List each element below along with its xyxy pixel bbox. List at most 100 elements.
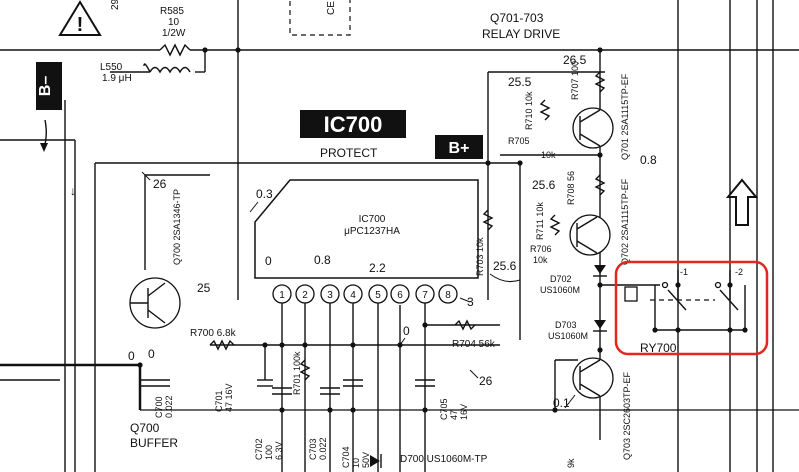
voltage-26-b: 26 (479, 374, 493, 388)
l550-inductor-icon (149, 66, 191, 74)
voltage-0-d: 0 (148, 347, 155, 361)
r703-resistor-icon (482, 209, 494, 231)
ic-pin-label-6: 6 (397, 290, 403, 301)
r585-name: R585 (160, 6, 184, 17)
ic700-part: μPC1237HA (344, 226, 400, 237)
c704-value: 10 (351, 458, 361, 468)
warning-mark: ! (77, 14, 84, 36)
ic700-badge: IC700 (300, 110, 406, 138)
r706-label: R706 (530, 244, 552, 254)
r704-resistor-icon (454, 319, 476, 331)
relay-pin-2-label: -2 (735, 267, 743, 277)
d703-diode-icon (594, 320, 606, 329)
voltage-0-a: 0 (265, 254, 272, 268)
voltage-25-6: 25.6 (532, 178, 556, 192)
ic-pin-label-8: 8 (445, 290, 451, 301)
voltage-labels: 26.5 25.5 0.8 25.6 25.6 26 0.3 0 0.8 2.2… (128, 53, 657, 410)
d703: D703 US1060M (548, 320, 607, 341)
q703-label: Q703 2SC2603TP-EF (622, 371, 632, 460)
up-arrow-icon (725, 178, 759, 226)
voltage-0-b: 0 (403, 324, 410, 338)
ic-pin-label-3: 3 (327, 290, 333, 301)
d700-diode-icon (370, 455, 380, 467)
d703-name: D703 (555, 320, 577, 330)
relay-contact-2-icon (719, 289, 739, 311)
r710-label: R710 10k (524, 91, 534, 130)
voltage-3: 3 (467, 295, 474, 309)
ic-pin-5 (368, 284, 388, 304)
q701-transistor-icon (572, 107, 614, 149)
junction-dots (137, 47, 748, 413)
ry700-relay: -1 -2 RY700 (624, 267, 743, 355)
c702-value: 100 (264, 445, 274, 460)
bminus-badge: B– (36, 62, 62, 110)
c700-value: 0.022 (164, 395, 174, 418)
ic-pin-8 (438, 284, 458, 304)
relay-contact-1-icon (667, 289, 687, 311)
c702-rating: 6.3V (274, 441, 284, 460)
warning-symbol: ! (58, 0, 102, 36)
ic-pin-1 (272, 284, 292, 304)
d700: D700 US1060M-TP (370, 454, 488, 468)
ground-arrow-icon: ↓ (70, 184, 76, 198)
voltage-0-8-b: 0.8 (314, 253, 331, 267)
r703-label: R703 10k (475, 237, 485, 276)
relay-drive-heading-1: Q701-703 (490, 11, 544, 25)
ic-pin-label-1: 1 (279, 290, 285, 301)
r707-label: R707 100 (570, 61, 580, 100)
c705-rating: 16V (459, 404, 469, 420)
d703-value: US1060M (548, 331, 588, 341)
ic700-badge-label: IC700 (324, 112, 383, 137)
c702-name: C702 (254, 438, 264, 460)
c701-name: C701 (214, 390, 224, 412)
voltage-2-2: 2.2 (369, 261, 386, 275)
r700-resistor-icon (209, 339, 235, 351)
relay-drive-heading-2: RELAY DRIVE (482, 27, 560, 41)
l550-lead (143, 63, 151, 73)
c704-rating: 50V (361, 452, 371, 468)
c705-name: C705 (439, 398, 449, 420)
ic-pin-2 (295, 284, 315, 304)
c703-name: C703 (308, 438, 318, 460)
q703: Q703 2SC2603TP-EF (572, 357, 632, 460)
ic-pin-4 (343, 284, 363, 304)
l550-value: 1.9 μH (102, 73, 132, 84)
voltage-0-c: 0 (128, 349, 135, 363)
r585: R585 10 1/2W (159, 6, 191, 57)
r701-label: R701 100k (292, 351, 302, 395)
c703-value: 0.022 (318, 437, 328, 460)
d700-label: D700 US1060M-TP (400, 454, 488, 465)
ic700-package: IC700 μPC1237HA 1 2 3 4 5 6 7 8 (254, 179, 479, 304)
r585-value: 10 (168, 17, 180, 28)
relay-pin-1-label: -1 (680, 267, 688, 277)
voltage-26: 26 (153, 177, 167, 191)
voltage-25: 25 (197, 281, 211, 295)
q702: Q702 2SA1115TP-EF (569, 178, 630, 265)
relay-highlight-box (614, 260, 769, 356)
ic-pin-label-7: 7 (422, 290, 428, 301)
r705-label: R705 (508, 136, 530, 146)
warning-triangle-icon (58, 0, 102, 36)
top-dashed-box (289, 0, 351, 36)
r710-resistor-icon (539, 99, 551, 121)
q703-transistor-icon (572, 357, 614, 399)
voltage-26-5: 26.5 (563, 53, 587, 67)
r711-resistor-icon (549, 214, 561, 236)
voltage-arrows (141, 171, 576, 409)
relay-coil-icon (624, 286, 638, 302)
q701: Q701 2SA1115TP-EF (572, 73, 630, 160)
buffer-heading-1: Q700 (130, 421, 160, 435)
bminus-arrow-head-icon (40, 143, 48, 152)
up-arrow (725, 178, 759, 226)
ic700-name: IC700 (359, 214, 386, 225)
r705-value: 10k (541, 150, 556, 160)
r585-rating: 1/2W (162, 28, 186, 39)
r706-value: 10k (533, 255, 548, 265)
l550-name: L550 (100, 62, 123, 73)
ic700-pins: 1 2 3 4 5 6 7 8 (272, 284, 458, 304)
top-cut-label: 29 (110, 0, 121, 10)
ic-pin-label-4: 4 (350, 290, 356, 301)
q700-label: Q700 2SA1346-TP (172, 189, 182, 265)
ic-pin-3 (320, 284, 340, 304)
